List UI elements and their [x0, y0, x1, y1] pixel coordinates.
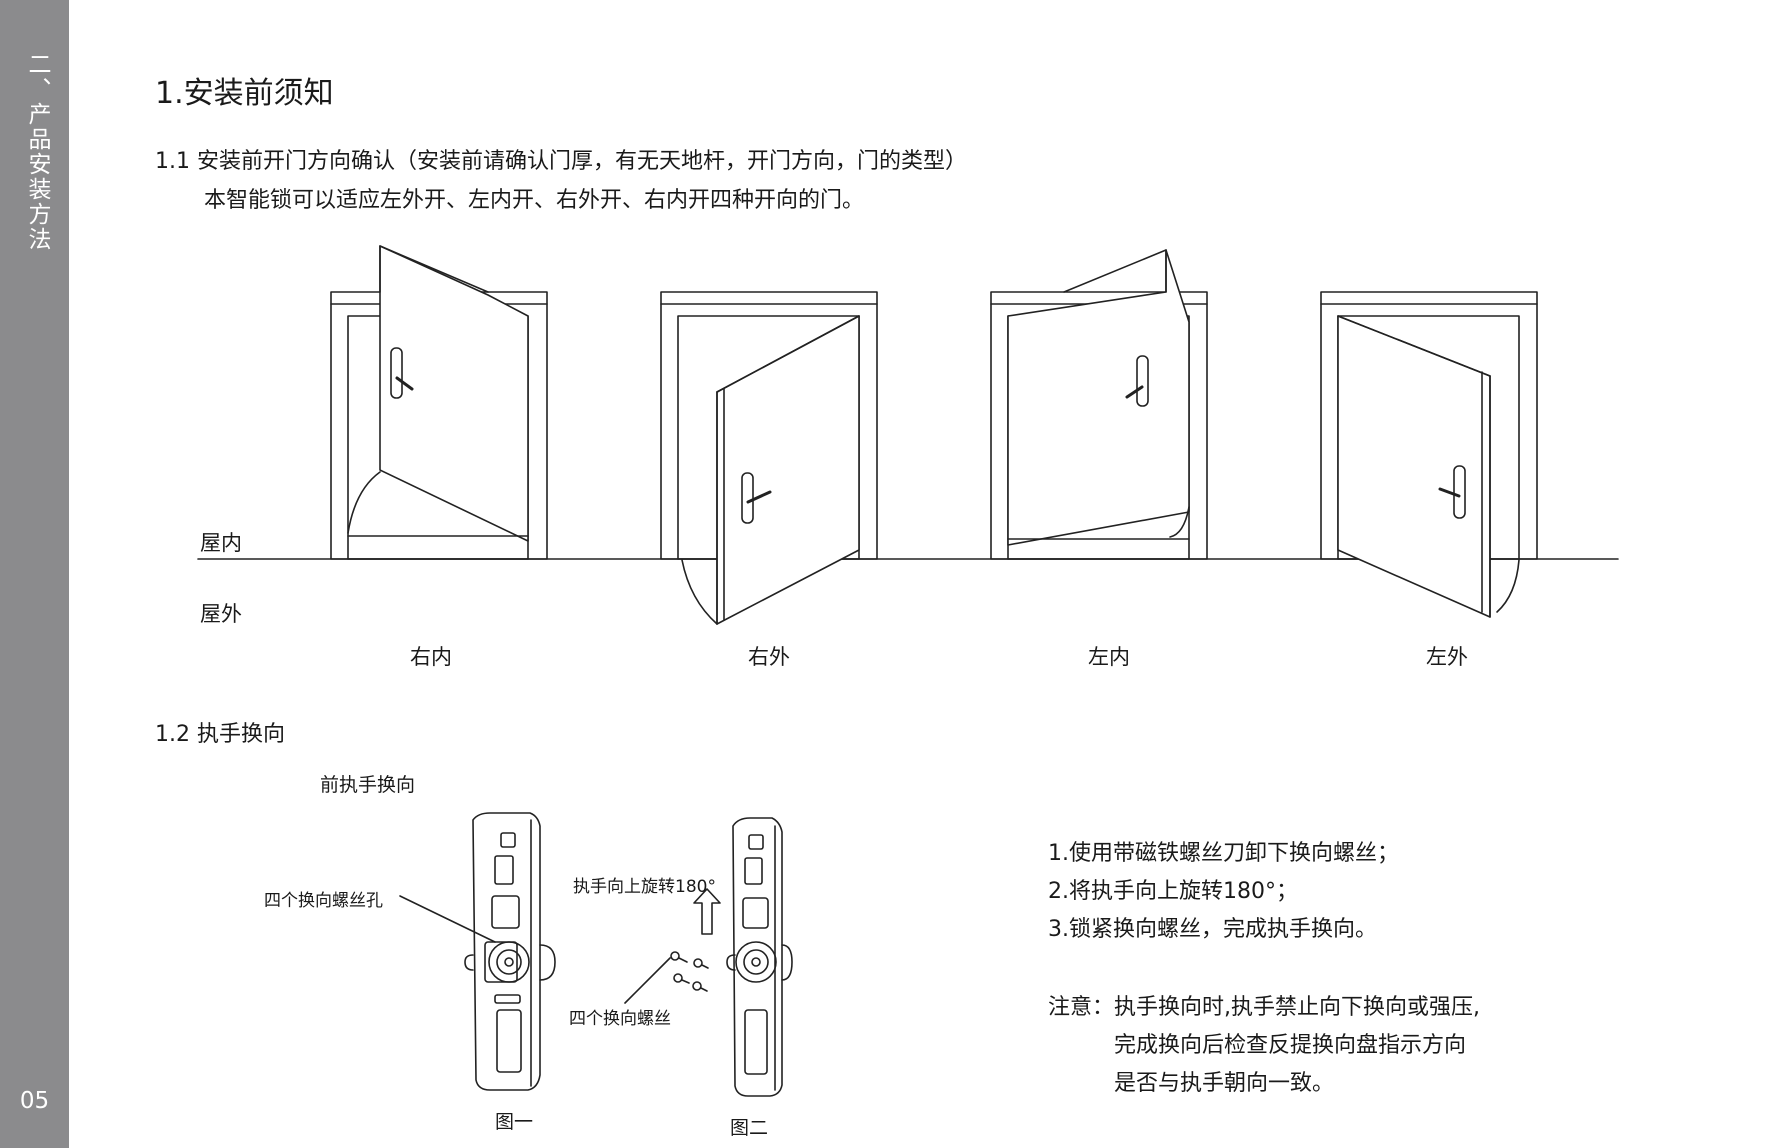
lock-figure-2	[726, 817, 793, 1097]
screws	[624, 951, 709, 1004]
callout-screw-holes: 四个换向螺丝孔	[264, 891, 383, 911]
lock-figure-1	[399, 812, 556, 1091]
outdoor-label: 屋外	[200, 602, 242, 626]
sidebar: 二、产品安装方法 05	[0, 0, 69, 1148]
door-illustration-right-inward	[330, 245, 548, 560]
note-line: 完成换向后检查反提换向盘指示方向	[1114, 1033, 1467, 1058]
callout-screws: 四个换向螺丝	[569, 1009, 671, 1029]
figure-caption-1: 图一	[495, 1111, 534, 1133]
indoor-label: 屋内	[200, 531, 242, 555]
steps-list: 1.使用带磁铁螺丝刀卸下换向螺丝； 2.将执手向上旋转180°； 3.锁紧换向螺…	[1048, 835, 1399, 949]
door-caption-left-outward: 左外	[1426, 645, 1468, 669]
step-item: 1.使用带磁铁螺丝刀卸下换向螺丝；	[1048, 841, 1399, 866]
step-item: 3.锁紧换向螺丝，完成执手换向。	[1048, 917, 1377, 942]
door-caption-left-inward: 左内	[1088, 645, 1130, 669]
door-illustration-left-outward	[1320, 291, 1538, 618]
page-number: 05	[19, 1088, 50, 1114]
figure-title: 前执手换向	[320, 774, 416, 796]
note-block: 注意： 执手换向时,执手禁止向下换向或强压, 完成换向后检查反提换向盘指示方向 …	[1048, 989, 1480, 1103]
note-line: 执手换向时,执手禁止向下换向或强压,	[1114, 995, 1481, 1020]
sidebar-title: 二、产品安装方法	[24, 52, 50, 252]
subsection-1-description: 本智能锁可以适应左外开、左内开、右外开、右内开四种开向的门。	[204, 188, 865, 213]
rotate-arrow	[693, 888, 721, 935]
door-illustration-left-inward	[990, 249, 1208, 560]
subsection-2-heading: 1.2 执手换向	[155, 722, 285, 747]
figure-caption-2: 图二	[730, 1117, 769, 1139]
step-item: 2.将执手向上旋转180°；	[1048, 879, 1298, 904]
callout-rotate: 执手向上旋转180°	[573, 877, 716, 897]
door-caption-right-outward: 右外	[748, 645, 790, 669]
door-caption-right-inward: 右内	[410, 645, 452, 669]
door-illustration-right-outward	[660, 291, 878, 625]
subsection-1-heading: 1.1 安装前开门方向确认（安装前请确认门厚，有无天地杆，开门方向，门的类型）	[155, 149, 967, 174]
note-label: 注意：	[1048, 995, 1115, 1020]
note-line: 是否与执手朝向一致。	[1114, 1071, 1335, 1096]
section-title: 1.安装前须知	[155, 76, 334, 111]
